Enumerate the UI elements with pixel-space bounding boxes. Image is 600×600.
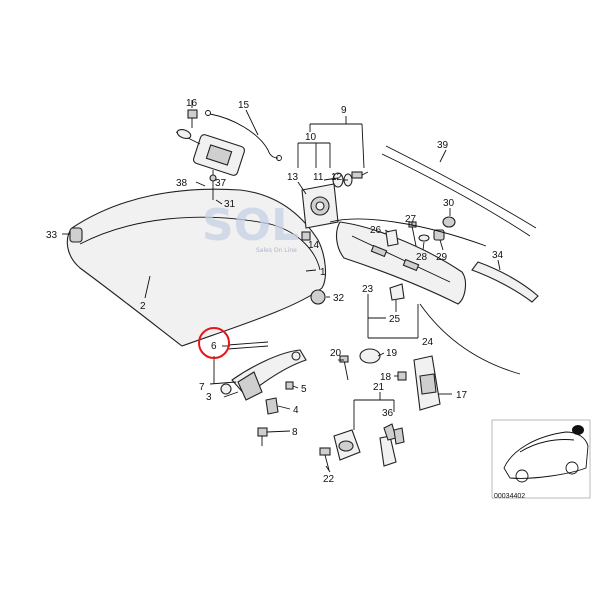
body-outline xyxy=(329,218,521,375)
callout-3: 3 xyxy=(206,392,212,403)
latch-19 xyxy=(359,348,381,364)
part-14 xyxy=(301,231,311,241)
license-plate-panel xyxy=(335,221,467,305)
callout-28: 28 xyxy=(416,252,428,263)
bolt-16 xyxy=(187,109,198,128)
callout-17: 17 xyxy=(456,390,468,401)
bolt-5 xyxy=(285,381,294,390)
callout-23: 23 xyxy=(362,284,374,295)
callouts: 16 15 9 10 11 12 13 37 38 31 33 2 1 32 3… xyxy=(46,98,504,485)
rubber-buffer-33 xyxy=(69,227,83,243)
callout-26: 26 xyxy=(370,225,382,236)
callout-31: 31 xyxy=(224,199,236,210)
callout-38: 38 xyxy=(176,178,188,189)
inset-car-view: 00034402 xyxy=(491,419,591,500)
callout-39: 39 xyxy=(437,140,449,151)
callout-25: 25 xyxy=(389,314,401,325)
bolt-20 xyxy=(339,355,349,381)
seal-strip-39 xyxy=(381,145,537,237)
callout-11: 11 xyxy=(313,172,324,183)
callout-4: 4 xyxy=(293,405,299,416)
callout-16: 16 xyxy=(186,98,198,109)
clip-4 xyxy=(265,397,279,415)
callout-30: 30 xyxy=(443,198,455,209)
clip-36 xyxy=(383,423,405,445)
callout-32: 32 xyxy=(333,293,345,304)
callout-24: 24 xyxy=(422,337,434,348)
callout-37: 37 xyxy=(215,178,227,189)
callout-20: 20 xyxy=(330,348,342,359)
callout-29: 29 xyxy=(436,252,448,263)
watermark: SOL Sales On Line xyxy=(202,200,299,254)
callout-36: 36 xyxy=(382,408,394,419)
hinge-arm xyxy=(209,349,307,401)
callout-2: 2 xyxy=(140,301,146,312)
callout-8: 8 xyxy=(292,427,298,438)
callout-34: 34 xyxy=(492,250,504,261)
highlight-ring xyxy=(198,327,230,359)
callout-15: 15 xyxy=(238,100,250,111)
callout-18: 18 xyxy=(380,372,392,383)
lock-cylinder-assembly xyxy=(301,171,369,229)
callout-5: 5 xyxy=(301,384,307,395)
callout-27: 27 xyxy=(405,214,417,225)
callout-21: 21 xyxy=(373,382,385,393)
watermark-logo: SOL xyxy=(202,200,299,251)
inset-code: 00034402 xyxy=(494,493,525,500)
rubber-buffer-32 xyxy=(310,289,326,305)
callout-19: 19 xyxy=(386,348,398,359)
callout-9: 9 xyxy=(341,105,347,116)
callout-14: 14 xyxy=(308,240,320,251)
clip-26 xyxy=(385,229,399,247)
central-lock-actuator xyxy=(175,128,246,176)
screw-18 xyxy=(397,371,407,381)
cylinder-assembly-21 xyxy=(333,429,397,467)
watermark-tagline: Sales On Line xyxy=(256,247,297,254)
bracket-25 xyxy=(389,283,405,301)
callout-22: 22 xyxy=(323,474,335,485)
torsion-bar xyxy=(227,341,269,350)
trim-strip-34 xyxy=(471,261,539,303)
nut-29 xyxy=(433,229,445,241)
leader-lines xyxy=(62,100,501,473)
callout-6: 6 xyxy=(211,341,217,352)
cap-30 xyxy=(442,216,456,228)
callout-33: 33 xyxy=(46,230,58,241)
trunk-lock-17 xyxy=(413,355,441,411)
washer-28 xyxy=(418,234,430,242)
trunk-lid xyxy=(66,188,327,347)
callout-12: 12 xyxy=(331,172,343,183)
callout-10: 10 xyxy=(305,132,317,143)
key-22 xyxy=(319,447,331,471)
callout-7: 7 xyxy=(199,382,205,393)
callout-13: 13 xyxy=(287,172,299,183)
bowden-cable xyxy=(205,110,282,161)
screw-8 xyxy=(257,427,268,446)
callout-1: 1 xyxy=(320,267,326,278)
